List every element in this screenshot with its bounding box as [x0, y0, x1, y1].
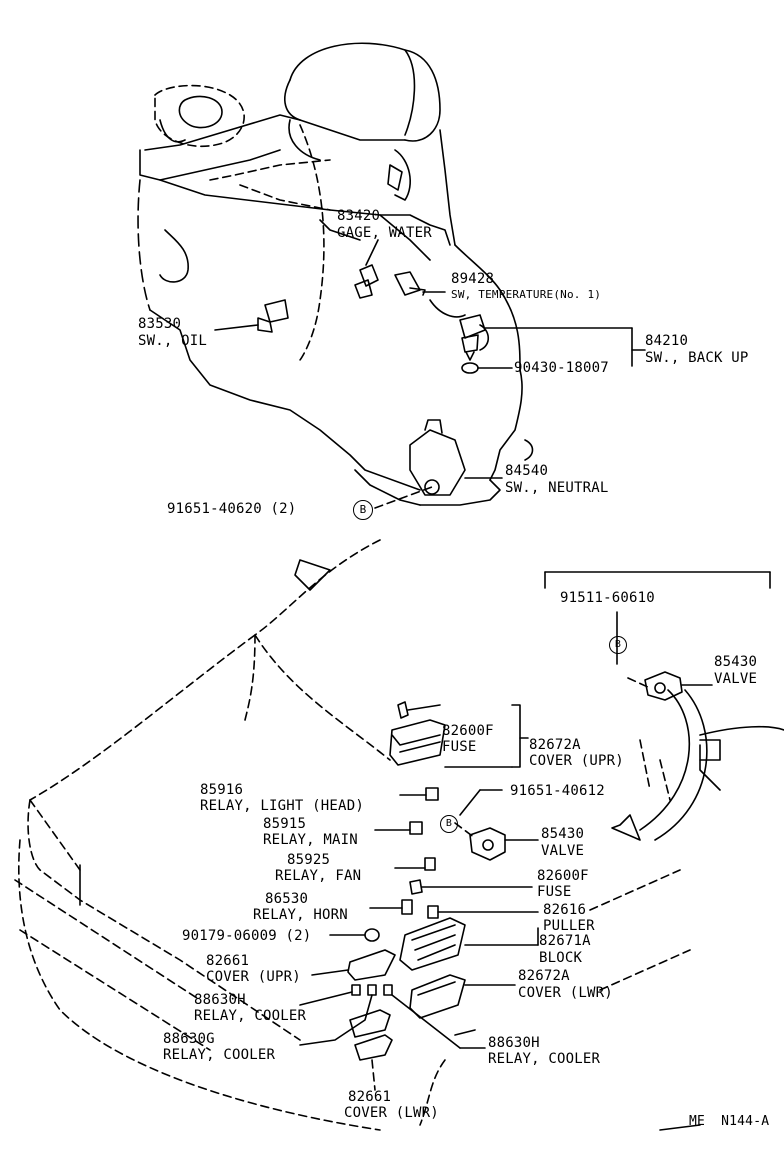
part-84210-name: SW., BACK UP [645, 350, 749, 366]
part-90179-number: 90179-06009 (2) [182, 928, 312, 944]
part-82661-lower-number: 82661 [348, 1089, 392, 1105]
gage-water-sensor [354, 239, 379, 299]
part-85430-lower-name: VALVE [541, 843, 585, 859]
part-82672a-lower-name: COVER (LWR) [518, 985, 613, 1001]
part-82672a-upper-name: COVER (UPR) [529, 753, 624, 769]
part-82600f-lower-number: 82600F [537, 868, 589, 884]
fuse-cover-group [389, 701, 529, 768]
part-82600f-upper-number: 82600F [442, 723, 494, 739]
temperature-switch [394, 271, 446, 296]
part-85915-number: 85915 [263, 816, 307, 832]
part-85925-name: RELAY, FAN [275, 868, 362, 884]
vehicle-body-drawing [14, 539, 784, 1131]
part-88630h-right-name: RELAY, COOLER [488, 1051, 601, 1067]
part-84540-number: 84540 [505, 463, 549, 479]
part-82600f-lower-name: FUSE [537, 884, 572, 900]
part-86530-name: RELAY, HORN [253, 907, 348, 923]
part-83530-name: SW., OIL [138, 333, 208, 349]
part-84210-number: 84210 [645, 333, 689, 349]
gcc-bracket [544, 571, 771, 665]
part-89428-number: 89428 [451, 271, 495, 287]
part-91511-number: 91511-60610 [560, 590, 655, 606]
part-88630g-name: RELAY, COOLER [163, 1047, 276, 1063]
part-82671a-name: BLOCK [539, 950, 583, 966]
fuse-block-area [299, 857, 539, 1091]
part-91651-40612-number: 91651-40612 [510, 783, 605, 799]
neutral-switch [374, 419, 503, 509]
part-82671a-number: 82671A [539, 933, 591, 949]
part-85915-name: RELAY, MAIN [263, 832, 358, 848]
part-86530-number: 86530 [265, 891, 309, 907]
valve-top [627, 671, 713, 701]
relays-upper [374, 787, 503, 835]
part-88630g-number: 88630G [163, 1031, 215, 1047]
part-82661-upper-name: COVER (UPR) [206, 969, 301, 985]
engine-drawing [137, 42, 534, 506]
gasket-washer [461, 362, 513, 374]
part-82616-number: 82616 [543, 902, 587, 918]
part-84540-name: SW., NEUTRAL [505, 480, 609, 496]
part-85430-top-name: VALVE [714, 671, 758, 687]
backup-switch [459, 314, 646, 367]
part-82600f-upper-name: FUSE [442, 739, 477, 755]
figure-code: ME N144-A [689, 1114, 770, 1129]
bolt-marker-b: B [353, 500, 373, 520]
part-91651-40620-number: 91651-40620 (2) [167, 501, 297, 517]
part-89428-name: SW, TEMPERATURE(No. 1) [451, 288, 602, 301]
part-83530-number: 83530 [138, 316, 182, 332]
part-85430-top-number: 85430 [714, 654, 758, 670]
part-85916-number: 85916 [200, 782, 244, 798]
oil-switch [214, 299, 289, 333]
part-82661-lower-name: COVER (LWR) [344, 1105, 439, 1121]
part-85916-name: RELAY, LIGHT (HEAD) [200, 798, 364, 814]
part-82672a-upper-number: 82672A [529, 737, 581, 753]
bolt-marker-b-gcc: B [609, 636, 627, 654]
part-88630h-right-number: 88630H [488, 1035, 540, 1051]
part-90430-number: 90430-18007 [514, 360, 609, 376]
part-88630h-left-name: RELAY, COOLER [194, 1008, 307, 1024]
part-83420-number: 83420 [337, 208, 381, 224]
bolt-marker-b-lower: B [440, 815, 458, 833]
valve-lower [454, 822, 539, 861]
part-82616-name: PULLER [543, 918, 595, 934]
part-83420-name: GAGE, WATER [337, 225, 432, 241]
part-85430-lower-number: 85430 [541, 826, 585, 842]
part-82661-upper-number: 82661 [206, 953, 250, 969]
part-85925-number: 85925 [287, 852, 331, 868]
part-82672a-lower-number: 82672A [518, 968, 570, 984]
part-88630h-left-number: 88630H [194, 992, 246, 1008]
